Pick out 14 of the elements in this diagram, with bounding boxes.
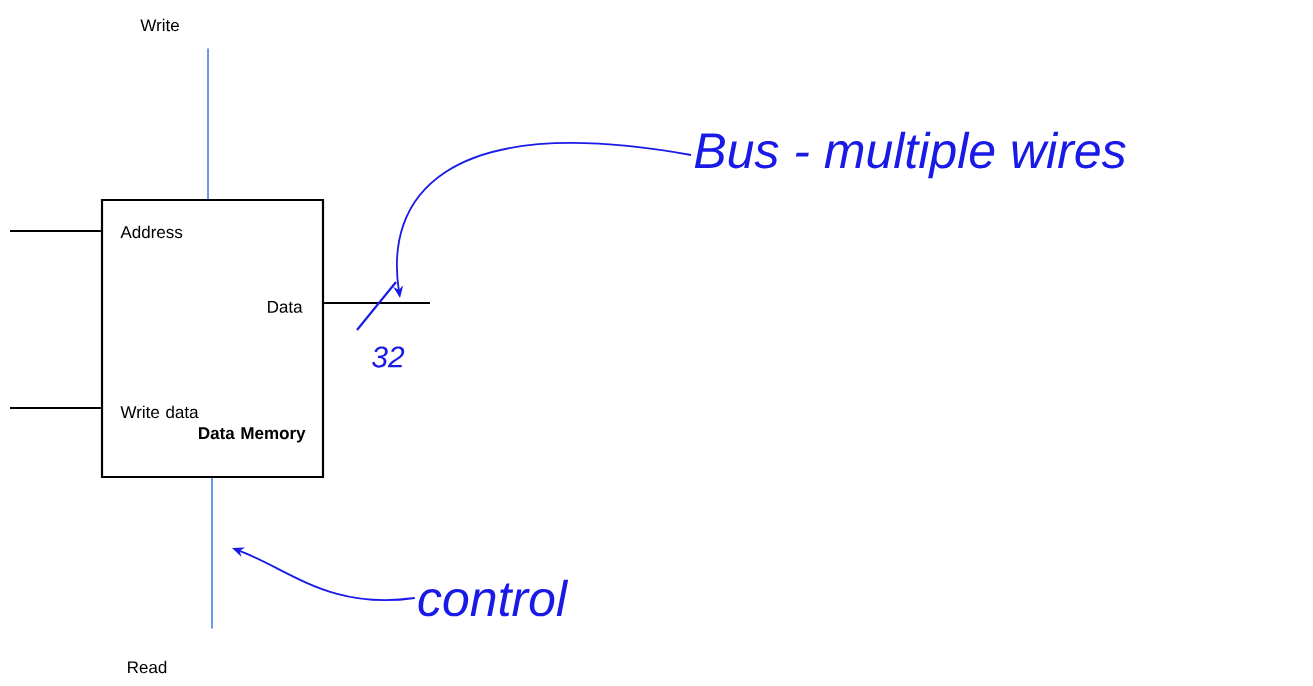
signal-wire bbox=[9, 407, 102, 409]
signal-label: Write bbox=[140, 18, 179, 32]
handwritten-note: Bus - multiple wires bbox=[694, 131, 1126, 179]
port-label: Write data bbox=[120, 405, 199, 419]
block-title: Data Memory bbox=[199, 427, 306, 443]
port-label: Data bbox=[268, 300, 303, 313]
bus-width-label: 32 bbox=[372, 346, 405, 368]
signal-wire bbox=[207, 47, 209, 200]
signal-wire bbox=[9, 230, 102, 232]
port-label: Address bbox=[120, 225, 183, 239]
signal-label: Read bbox=[128, 660, 167, 674]
signal-wire bbox=[211, 477, 213, 630]
signal-wire bbox=[323, 302, 431, 304]
handwritten-note: control bbox=[418, 579, 569, 617]
